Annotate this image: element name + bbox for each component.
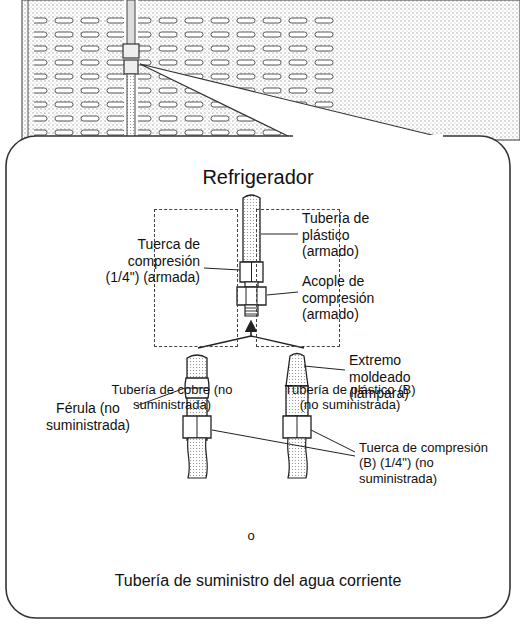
panel-caption: Tubería de suministro del agua corriente [6, 572, 510, 591]
panel-title: Refrigerador [6, 166, 510, 190]
part-label: Extremo moldeado (lámpara) [349, 352, 449, 402]
part-label: Tuerca de compresión (1/4") (armada) [102, 236, 200, 286]
part-label: Férula (no suministrada) [40, 400, 136, 433]
part-label: Tuerca de compresión (B) (1/4") (no sumi… [359, 440, 491, 486]
part-label: Acople de compresión (armado) [302, 273, 408, 323]
part-label: Tubería de plástico (armado) [302, 210, 402, 260]
connector-word: o [243, 528, 259, 543]
callout-panel: RefrigeradorTubería de suministro del ag… [6, 136, 510, 618]
